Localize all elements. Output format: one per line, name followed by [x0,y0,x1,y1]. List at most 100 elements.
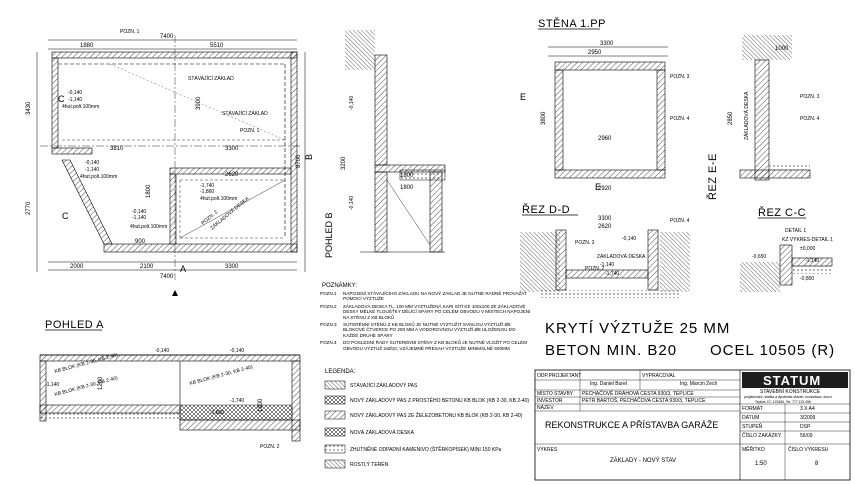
poznamky-title: POZNÁMKY: [322,282,357,289]
rez-ee-dim: 2850 [728,111,734,125]
plan-poz: POZN. 1 [240,128,260,134]
plan-dim-bottom: 2000 [70,264,84,270]
rez-cc-detail: DETAIL 1 [785,228,806,234]
plan-dim-bottom: 3300 [225,264,239,270]
floor-plan: 7400 1880 5510 3430 2770 8700 7400 2000 … [26,29,314,296]
stena-dim: 3800 [541,111,547,125]
plan-dim-inner: 900 [135,239,146,245]
plan-dim-inner: 3900 [196,96,202,110]
section-mark: B [304,154,314,160]
tb-side-label: DATUM [742,415,759,421]
tb-project-title: REKONSTRUKCE A PŘÍSTAVBA GARÁŽE [545,420,718,430]
pohled-b-level: -0,140 [349,96,355,110]
pohled-b-dim: 3200 [341,156,347,170]
plan-dim-inner: 3810 [110,146,124,152]
stena-mark: E [595,182,601,192]
pohled-a-level: -0,140 [155,348,169,354]
rez-dd-level: -0,140 [622,236,636,242]
plan-poz: POZN. 1 [120,29,140,35]
stena-dim: 2920 [598,186,612,192]
plan-note: 4hut.polt.100mm [200,196,237,202]
plan-dim-top: 7400 [160,34,174,40]
arrow-a-icon [172,290,178,296]
company-logo [742,372,848,388]
company-sub: Teplice, IČ: 123456, Tel: 777 123 456 [755,399,811,404]
tb-drawing-title: ZÁKLADY - NOVÝ STAV [610,457,676,464]
plan-label: STÁVAJÍCÍ ZÁKLAD [222,110,268,117]
stena-poz: POZN. 3 [670,74,690,80]
tb-value: Ing. Daniel Burel [590,381,627,387]
spec-cover: KRYTÍ VÝZTUŽE 25 MM [545,320,730,337]
pohled-b-title: POHLED B [324,212,334,258]
plan-label: STÁVAJÍCÍ ZÁKLAD [188,75,234,82]
tb-value: PETR BARTOŠ, PECHAČOVA CESTA 930/3, TEPL… [582,397,706,404]
stena-dim: 2950 [588,50,602,56]
pohled-b: POHLED B 3200 1800 1800 -0,140 -0,140 [324,30,446,258]
plan-level: -0,140 [85,160,99,166]
stena-poz: POZN. 4 [670,116,690,122]
plan-level: -0,140 [132,209,146,215]
pohled-a-note: KB BLOK (KB 2-30, KB 2-40) [54,375,119,398]
plan-dim-left: 3430 [26,101,32,115]
plan-note: 4hut.polt.100mm [80,174,117,180]
plan-dim-top: 5510 [210,43,224,49]
legend-item: ROSTLÝ TERÉN [350,461,389,468]
plan-dim-inner: 2620 [225,172,239,178]
legend-item: NOVÁ ZÁKLADOVÁ DESKA [350,429,415,436]
plan-level: -1,740 [200,183,214,189]
rez-cc-level: ±0,000 [800,246,815,252]
title-block: ODP.PROJEKTANT Ing. Daniel Burel VYPRACO… [534,369,851,481]
plan-dim-right: 8700 [296,154,302,168]
plan-level: -1,140 [85,167,99,173]
plan-dim-inner: 3300 [225,146,239,152]
pohled-a-note: KB BLOK (KB 2-30, KB 2-40) [189,364,254,387]
tb-value: PECHAČOVĚ DRÁHOVA CESTA 930/3, TEPLICE [582,389,694,397]
rez-ee-text: ZÁKLADOVÁ DESKA [743,91,750,140]
plan-dim-bottom: 7400 [160,274,174,280]
legenda-title: LEGENDA: [325,369,356,375]
rez-cc-detail-note: KZ VYKRES-DETAIL 1 [782,237,833,243]
stena-mark: E [520,92,526,102]
legend-item: NOVÝ ZÁKLADOVÝ PAS Z PROSTÉHO BETONU KB … [350,397,529,404]
tb-side-label: ČÍSLO ZAKÁZKY [742,432,782,439]
pohled-b-dim: 1800 [400,185,414,191]
tb-scale: 1:50 [755,461,767,467]
tb-label: NÁZEV [537,404,554,411]
rez-dd-poz: POZN. 2 [585,266,605,272]
legenda: LEGENDA: STÁVAJÍCÍ ZÁKLADOVÝ PAS NOVÝ ZÁ… [324,369,529,469]
stena-title: STĚNA 1.PP [538,17,606,30]
plan-dim-inner: 1800 [146,184,152,198]
legend-swatch [324,444,346,454]
pohled-a-poz: POZN. 2 [260,444,280,450]
rez-dd-level: -1,740 [605,271,619,277]
plan-dim-top: 1880 [80,43,94,49]
rez-cc-title: ŘEZ C-C [758,206,806,219]
tb-side-value: 56/09 [800,433,813,439]
rez-dd-text: ZÁKLADOVÁ DESKA [597,253,646,260]
poznamky: POZNÁMKY: [322,282,357,289]
legend-swatch [324,410,346,420]
legend-swatch [324,427,346,437]
plan-note: 4hut.polt.100mm [130,224,167,230]
rez-cc: ŘEZ C-C DETAIL 1 KZ VYKRES-DETAIL 1 ±0,0… [740,206,833,292]
pohled-b-level: -0,140 [349,196,355,210]
pohled-b-dim: 1800 [400,173,414,179]
tb-label: ODP.PROJEKTANT [537,373,581,379]
company-name: STATUM [763,373,821,388]
rez-dd-dim: 2620 [598,224,612,230]
legend-swatch [324,395,346,405]
stena-dim: 2960 [598,136,612,142]
plan-note: 4hut.polt.100mm [62,104,99,110]
stena-1pp: STĚNA 1.PP 3300 2950 3800 2960 2920 POZN… [520,17,690,192]
section-mark: C [62,211,69,221]
rez-dd-dim: 3300 [598,216,612,222]
company-sub: STAVEBNÍ KONSTRUKCE [760,388,821,395]
legend-swatch [324,459,346,469]
rez-dd-level: -1,140 [600,262,614,268]
tb-number: 8 [815,461,819,467]
